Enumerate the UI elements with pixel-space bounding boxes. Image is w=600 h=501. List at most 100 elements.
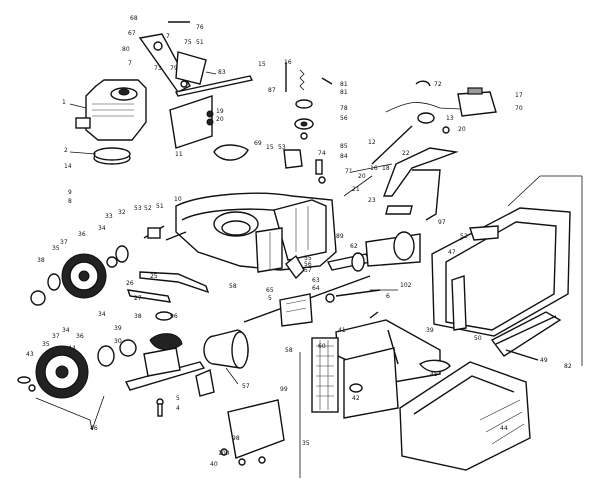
mower-deck xyxy=(175,192,337,273)
callout-20: 20 xyxy=(216,116,224,123)
callout-34: 34 xyxy=(98,311,106,318)
callout-67: 67 xyxy=(128,30,136,37)
callout-65: 65 xyxy=(266,287,274,294)
callout-12: 12 xyxy=(368,139,376,146)
callout-36: 36 xyxy=(78,231,86,238)
callout-83: 83 xyxy=(218,69,226,76)
callout-34: 34 xyxy=(98,225,106,232)
callout-79: 79 xyxy=(170,65,178,72)
callout-69: 69 xyxy=(254,140,262,147)
callout-57: 57 xyxy=(242,383,250,390)
callout-55: 55 xyxy=(304,255,312,262)
height-adjusters xyxy=(126,225,210,303)
callout-73: 73 xyxy=(154,65,162,72)
callout-75: 75 xyxy=(184,39,192,46)
callout-44: 44 xyxy=(68,345,76,352)
callout-99: 99 xyxy=(280,386,288,393)
callout-74: 74 xyxy=(318,150,326,157)
upper-linkage xyxy=(138,21,254,149)
callout-89: 89 xyxy=(336,233,344,240)
callout-20: 20 xyxy=(458,126,466,133)
callout-23: 23 xyxy=(368,197,376,204)
callout-64: 64 xyxy=(312,285,320,292)
rear-wheel-lower xyxy=(17,339,137,431)
engine xyxy=(69,79,147,165)
callout-80: 80 xyxy=(122,46,130,53)
grass-bag xyxy=(431,175,583,366)
callout-56: 56 xyxy=(340,115,348,122)
callout-96: 96 xyxy=(170,313,178,320)
callout-70: 70 xyxy=(515,105,523,112)
callout-20: 20 xyxy=(358,173,366,180)
callout-97: 97 xyxy=(438,219,446,226)
callout-7: 7 xyxy=(166,33,170,40)
callout-33: 33 xyxy=(105,213,113,220)
callout-102: 102 xyxy=(400,282,412,289)
blade-assembly xyxy=(124,311,206,417)
callout-85: 85 xyxy=(340,143,348,150)
callout-71: 71 xyxy=(345,168,353,175)
callout-68: 68 xyxy=(130,15,138,22)
callout-10: 10 xyxy=(174,196,182,203)
callout-100: 100 xyxy=(218,450,230,457)
callout-60: 60 xyxy=(318,343,326,350)
callout-62: 62 xyxy=(350,243,358,250)
callout-7: 7 xyxy=(128,60,132,67)
callout-56: 56 xyxy=(304,261,312,268)
callout-6: 6 xyxy=(386,293,390,300)
callout-9: 9 xyxy=(68,189,72,196)
callout-87: 87 xyxy=(268,87,276,94)
callout-14: 14 xyxy=(64,163,72,170)
callout-16: 16 xyxy=(370,165,378,172)
callout-72: 72 xyxy=(434,81,442,88)
callout-37: 37 xyxy=(60,239,68,246)
rear-wheel-upper xyxy=(30,245,129,306)
drive-pulley xyxy=(195,329,249,397)
callout-51: 51 xyxy=(156,203,164,210)
callout-44: 44 xyxy=(500,425,508,432)
callout-25: 25 xyxy=(150,273,158,280)
callout-42: 42 xyxy=(352,395,360,402)
handle-assembly xyxy=(343,125,459,221)
callout-26: 26 xyxy=(126,280,134,287)
callout-82: 82 xyxy=(564,363,572,370)
callout-35: 35 xyxy=(52,245,60,252)
callout-47: 47 xyxy=(448,249,456,256)
callout-19: 19 xyxy=(216,108,224,115)
callout-81: 81 xyxy=(340,81,348,88)
callout-34: 34 xyxy=(62,327,70,334)
callout-46: 46 xyxy=(90,425,98,432)
callout-53: 53 xyxy=(134,205,142,212)
drive-cover xyxy=(213,144,326,184)
callout-11: 11 xyxy=(175,151,183,158)
callout-35: 35 xyxy=(302,440,310,447)
callout-39: 39 xyxy=(426,327,434,334)
callout-15: 15 xyxy=(258,61,266,68)
callout-41: 41 xyxy=(338,327,346,334)
callout-63: 63 xyxy=(312,277,320,284)
rear-bracket-assembly xyxy=(299,311,451,478)
callout-2: 2 xyxy=(64,147,68,154)
spring-assemblies xyxy=(285,62,333,140)
callout-32: 32 xyxy=(118,209,126,216)
callout-17: 17 xyxy=(515,92,523,99)
rear-deflector xyxy=(399,361,531,471)
callout-5: 5 xyxy=(268,295,272,302)
callout-43: 43 xyxy=(26,351,34,358)
callout-76: 76 xyxy=(196,24,204,31)
callout-1: 1 xyxy=(62,99,66,106)
callout-4: 4 xyxy=(176,405,180,412)
callout-40: 40 xyxy=(210,461,218,468)
throttle-control xyxy=(385,80,497,134)
callout-36: 36 xyxy=(76,333,84,340)
callout-58: 58 xyxy=(229,283,237,290)
callout-30: 30 xyxy=(114,338,122,345)
callout-21: 21 xyxy=(352,186,360,193)
callout-38: 38 xyxy=(37,257,45,264)
callout-13: 13 xyxy=(446,115,454,122)
callout-27: 27 xyxy=(134,295,142,302)
callout-78: 78 xyxy=(340,105,348,112)
front-deflector xyxy=(220,399,285,466)
